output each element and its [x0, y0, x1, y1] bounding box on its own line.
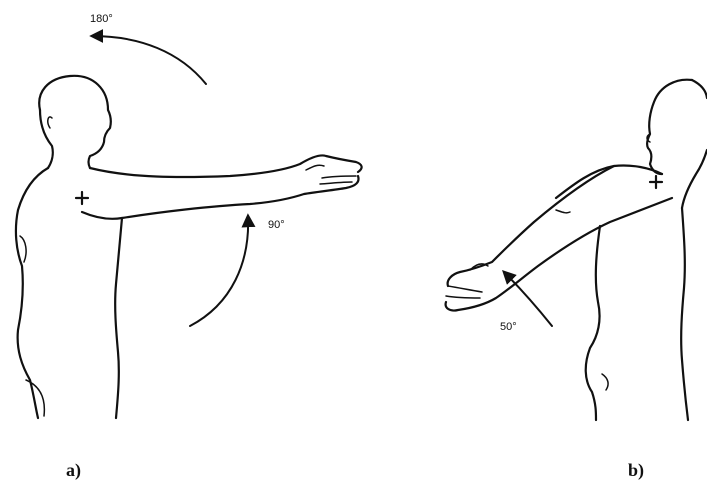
arc-arrow-50: [504, 272, 552, 326]
angle-label-90: 90°: [268, 219, 285, 231]
figure-a-arm-forward: [16, 76, 362, 418]
panel-label-a: a): [66, 460, 81, 481]
panel-label-b: b): [628, 460, 644, 481]
arc-arrow-180: [92, 36, 206, 84]
angle-label-180: 180°: [90, 13, 113, 25]
panel-b: 50° b): [446, 80, 707, 481]
figure-b-arm-extended-back: [446, 80, 707, 420]
panel-a: 180° 90° a): [16, 13, 362, 481]
angle-label-50: 50°: [500, 321, 517, 333]
arc-arrow-90: [190, 216, 248, 326]
